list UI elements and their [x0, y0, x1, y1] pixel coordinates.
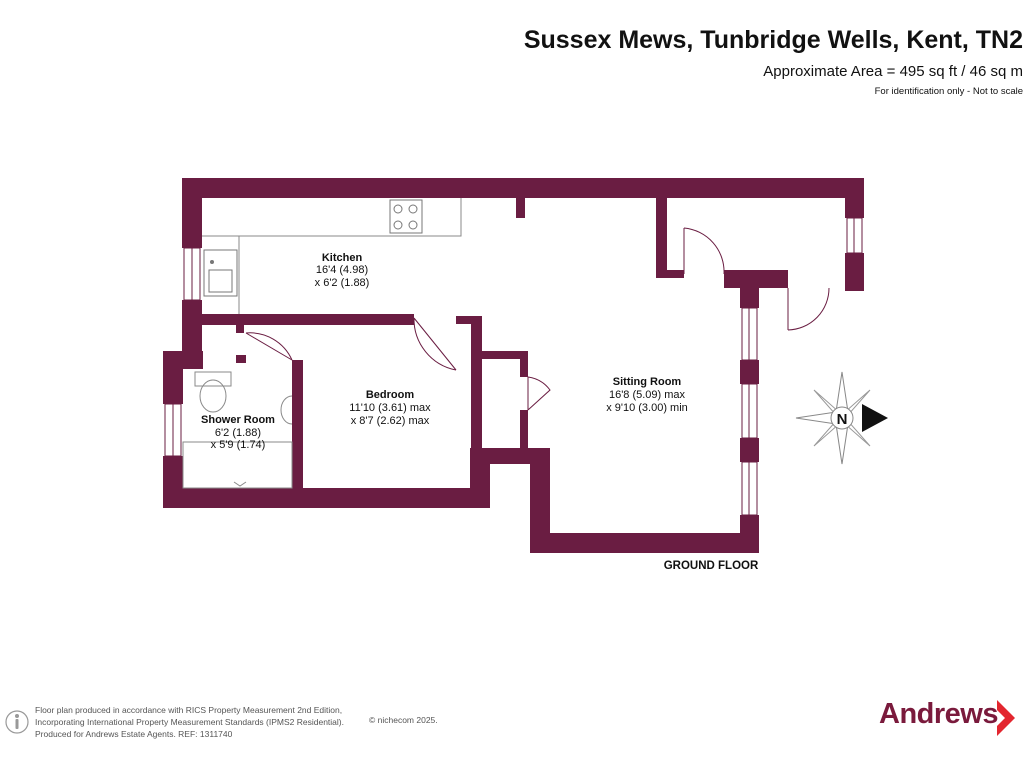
page-title: Sussex Mews, Tunbridge Wells, Kent, TN2: [523, 26, 1023, 54]
footer-line: Floor plan produced in accordance with R…: [35, 705, 343, 715]
hob-icon: [389, 199, 423, 234]
bathroom-fittings: [182, 371, 293, 489]
footer-copyright: © nichecom 2025.: [369, 715, 438, 725]
room-bedroom: Bedroom 11'10 (3.61) max x 8'7 (2.62) ma…: [349, 389, 431, 427]
compass-icon: N: [795, 371, 888, 465]
room-name: Bedroom: [366, 389, 415, 401]
compass-letter: N: [837, 411, 848, 428]
area-summary: Approximate Area = 495 sq ft / 46 sq m: [763, 63, 1023, 80]
footer-line: Produced for Andrews Estate Agents. REF:…: [35, 729, 233, 739]
kitchen-counter: [202, 198, 462, 314]
room-shower: Shower Room 6'2 (1.88) x 5'9 (1.74): [201, 414, 275, 451]
room-dimension: 16'8 (5.09) max: [609, 389, 686, 401]
room-dimension: x 8'7 (2.62) max: [351, 415, 430, 427]
footer-line: Incorporating International Property Mea…: [35, 717, 344, 727]
room-dimension: x 5'9 (1.74): [211, 439, 266, 451]
floor-label: GROUND FLOOR: [664, 560, 759, 572]
window-panes: [172, 218, 855, 515]
room-name: Shower Room: [201, 414, 275, 426]
room-kitchen: Kitchen 16'4 (4.98) x 6'2 (1.88): [315, 252, 370, 289]
footer-credits: Floor plan produced in accordance with R…: [35, 704, 344, 740]
info-person-icon: [5, 710, 29, 734]
room-dimension: 16'4 (4.98): [316, 264, 368, 276]
room-dimension: x 9'10 (3.00) min: [606, 402, 688, 414]
room-dimension: x 6'2 (1.88): [315, 277, 370, 289]
scale-note: For identification only - Not to scale: [874, 86, 1023, 97]
room-dimension: 11'10 (3.61) max: [349, 402, 431, 414]
brand-chevron-icon: [997, 700, 1015, 736]
brand-logo[interactable]: Andrews: [879, 698, 1015, 736]
room-name: Kitchen: [322, 252, 363, 264]
room-sitting: Sitting Room 16'8 (5.09) max x 9'10 (3.0…: [606, 376, 688, 414]
sink-icon: [203, 249, 238, 297]
walls: [163, 178, 864, 553]
door-swings: [245, 227, 830, 411]
room-name: Sitting Room: [613, 376, 682, 388]
brand-name: Andrews: [879, 698, 998, 730]
room-dimension: 6'2 (1.88): [215, 427, 261, 439]
